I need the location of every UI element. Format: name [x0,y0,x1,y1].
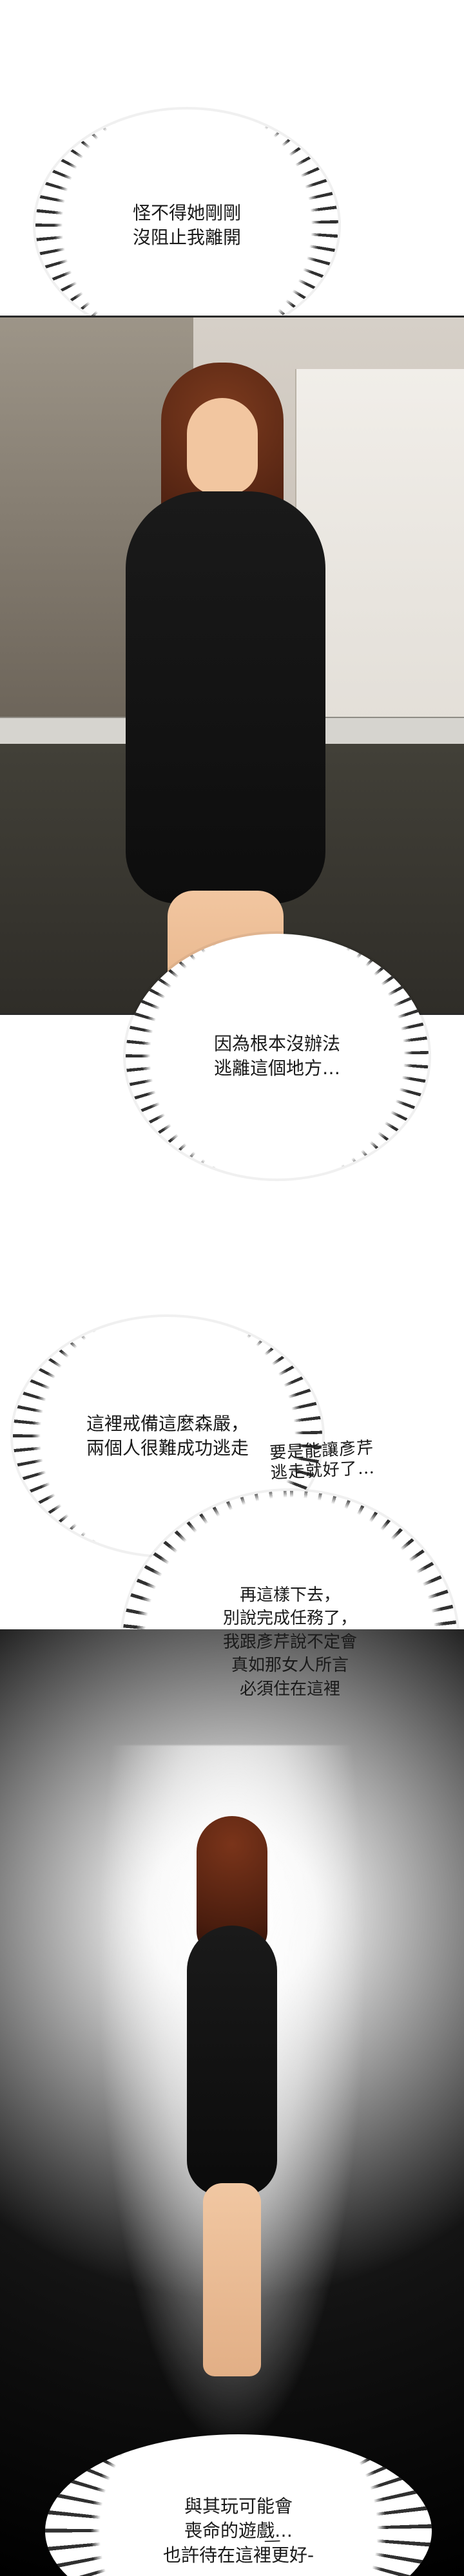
speech-text-1: 怪不得她剛剛 沒阻止我離開 [132,202,241,248]
woman-dress-back [187,1926,277,2196]
speech-bubble-2: 因為根本沒辦法 逃離這個地方… [126,934,429,1179]
speech-text-4: 再這樣下去， 別說完成任務了， 我跟彥芹說不定會 真如那女人所言 必須住在這裡 [222,1586,357,1699]
woman-figure-kitchen [110,363,342,1013]
panel-dark-spotlight [0,1629,464,2576]
panel-kitchen-scene [0,316,464,1015]
woman-legs-back [203,2183,261,2376]
speech-bubble-5: 與其玩可能會 喪命的遊戲… 也許待在這裡更好- [45,2434,432,2576]
speech-text-3: 這裡戒備這麼森嚴， 兩個人很難成功逃走 [86,1413,249,1459]
woman-face [187,398,258,495]
woman-dress [126,491,325,904]
speech-bubble-1: 怪不得她剛剛 沒阻止我離開 [35,109,338,341]
woman-figure-standing [168,1816,296,2396]
speech-text-2: 因為根本沒辦法 逃離這個地方… [213,1033,340,1079]
speech-text-5: 與其玩可能會 喪命的遊戲… 也許待在這裡更好- [162,2496,314,2566]
